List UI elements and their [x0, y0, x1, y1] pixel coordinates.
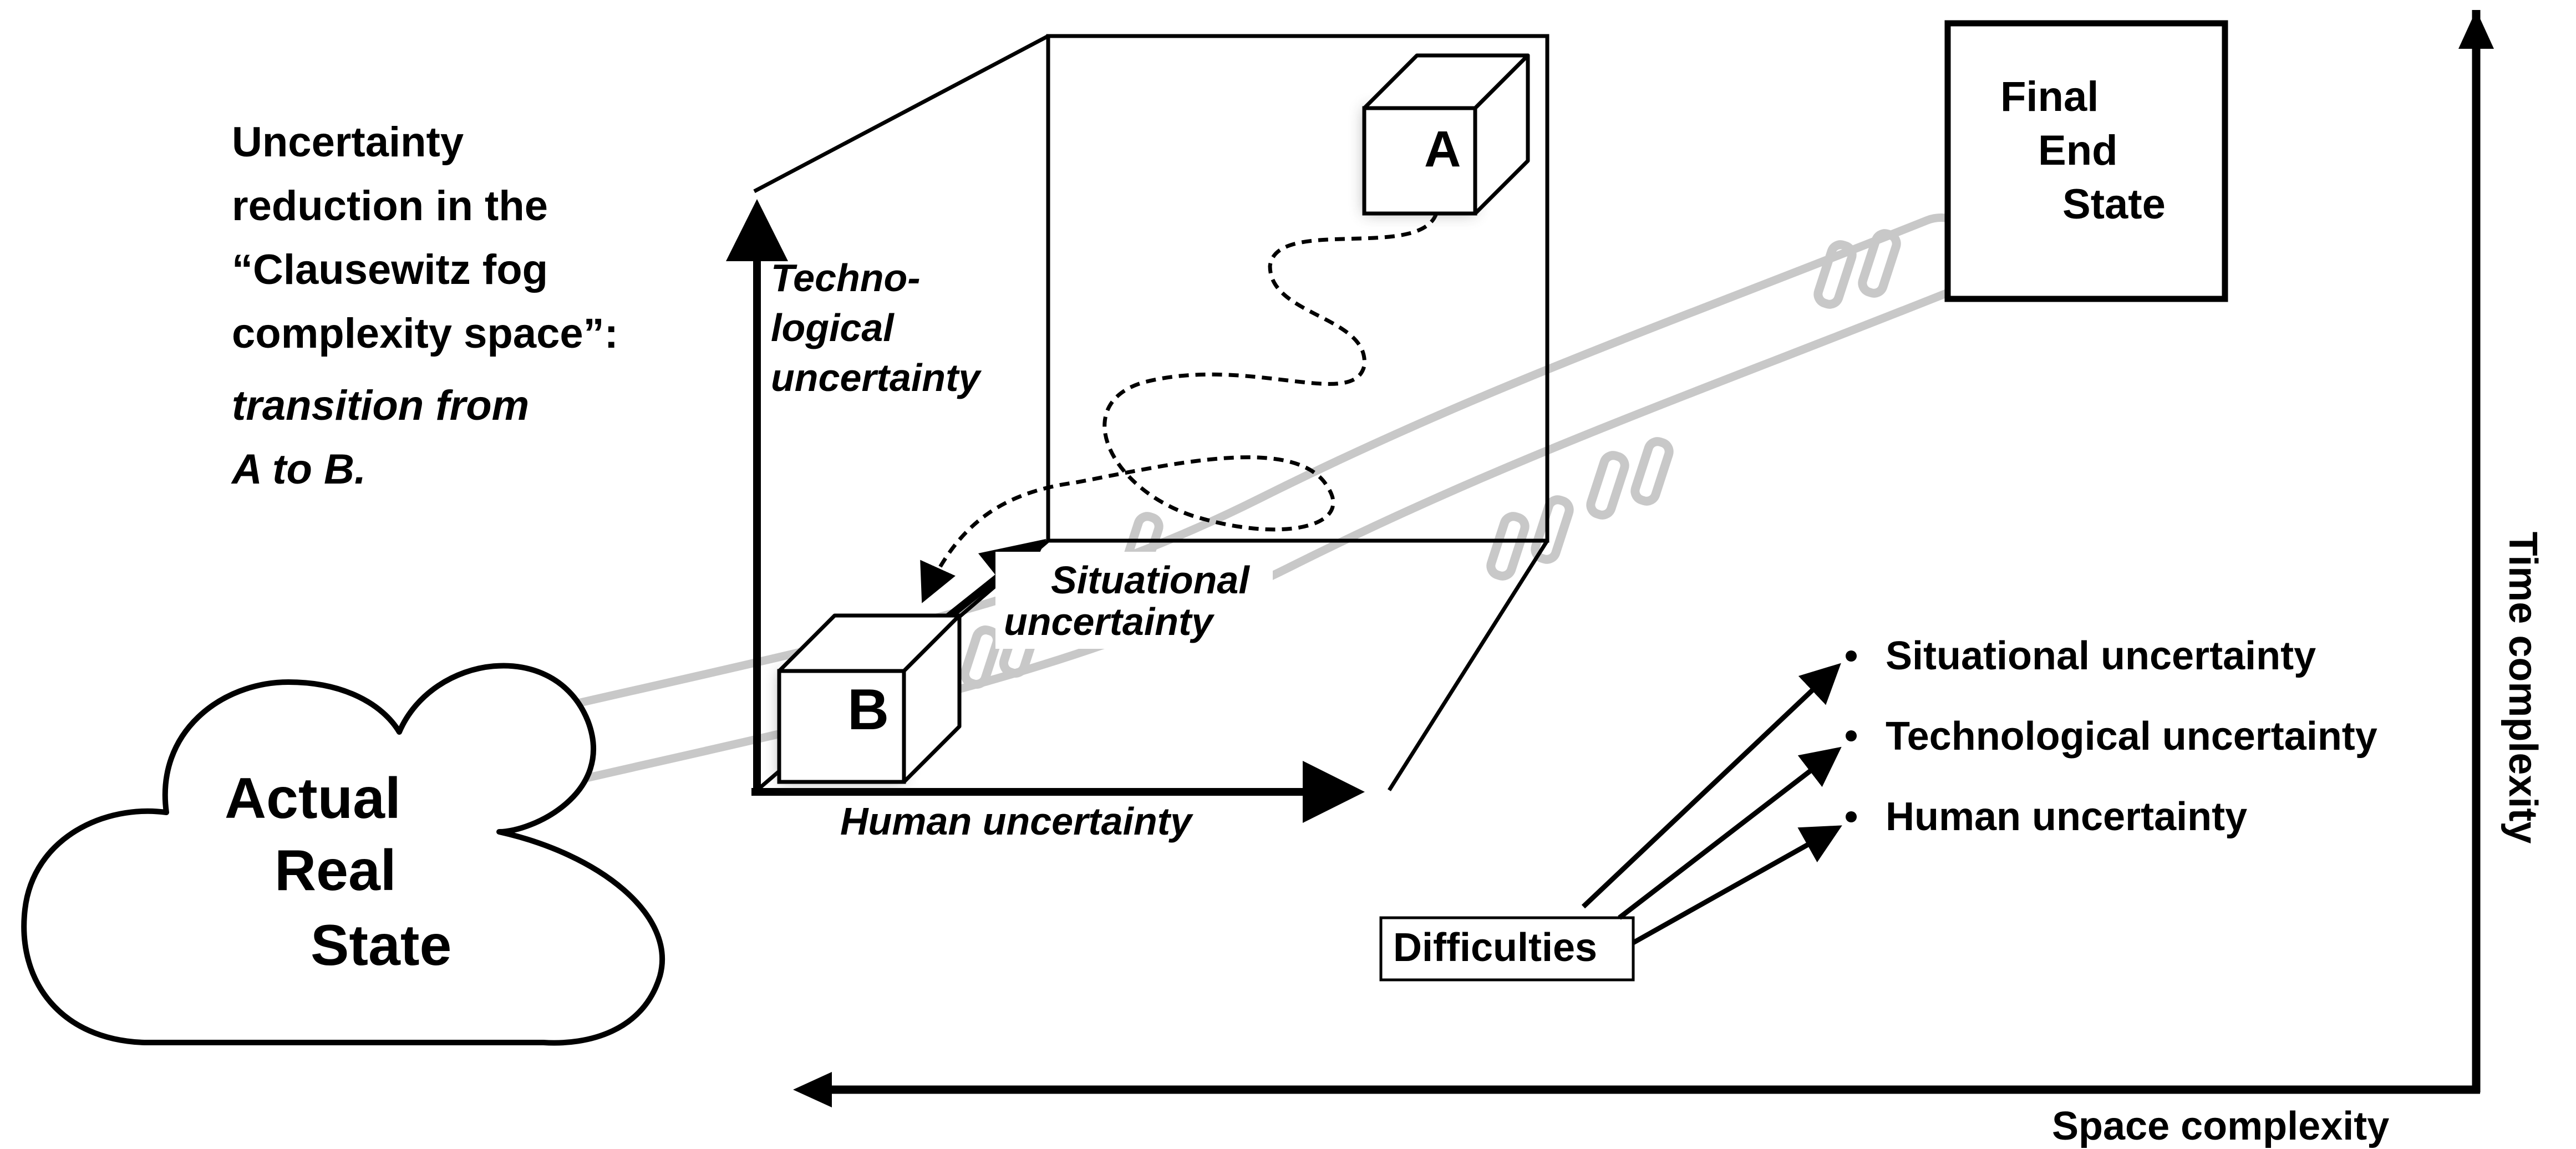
box-a: A: [1362, 53, 1530, 216]
box-a-label: A: [1424, 121, 1461, 177]
svg-text:reduction in the: reduction in the: [232, 182, 548, 230]
list-item: Situational uncertainty: [1886, 634, 2316, 678]
road: [458, 213, 1983, 801]
svg-text:Uncertainty: Uncertainty: [232, 119, 464, 166]
situational-axis-label: Situational uncertainty: [1004, 558, 1260, 643]
difficulties-list: Situational uncertainty Technological un…: [1846, 634, 2377, 839]
human-axis-label: Human uncertainty: [840, 800, 1193, 843]
final-state-box: Final End State: [1944, 20, 2228, 302]
actual-state-cloud: [21, 663, 665, 1046]
difficulty-arrows: [1581, 663, 1842, 945]
svg-text:“Clausewitz fog: “Clausewitz fog: [232, 246, 548, 293]
box-b-label: B: [847, 678, 889, 742]
space-complexity-label: Space complexity: [2052, 1104, 2389, 1148]
svg-text:transition from: transition from: [232, 382, 529, 429]
time-complexity-label: Time complexity: [2501, 532, 2545, 844]
difficulties-box: Difficulties: [1379, 916, 1635, 982]
complexity-axes: [793, 10, 2494, 1107]
svg-text:A to B.: A to B.: [231, 446, 366, 493]
list-item: Technological uncertainty: [1886, 714, 2377, 759]
bullet: [1846, 730, 1857, 741]
actual-state-label: Actual Real State: [225, 766, 451, 978]
list-item: Human uncertainty: [1886, 795, 2247, 839]
technological-axis-label: Techno- logical uncertainty: [771, 256, 982, 399]
bullet: [1846, 811, 1857, 822]
difficulties-label: Difficulties: [1393, 926, 1597, 970]
situational-label-bg: [995, 552, 1273, 649]
transition-path: [920, 212, 1439, 603]
box-b: B: [777, 613, 962, 784]
caption: Uncertainty reduction in the “Clausewitz…: [231, 119, 618, 493]
final-state-label: Final End State: [2000, 73, 2166, 228]
svg-text:complexity space”:: complexity space”:: [232, 310, 618, 357]
bullet: [1846, 650, 1857, 662]
